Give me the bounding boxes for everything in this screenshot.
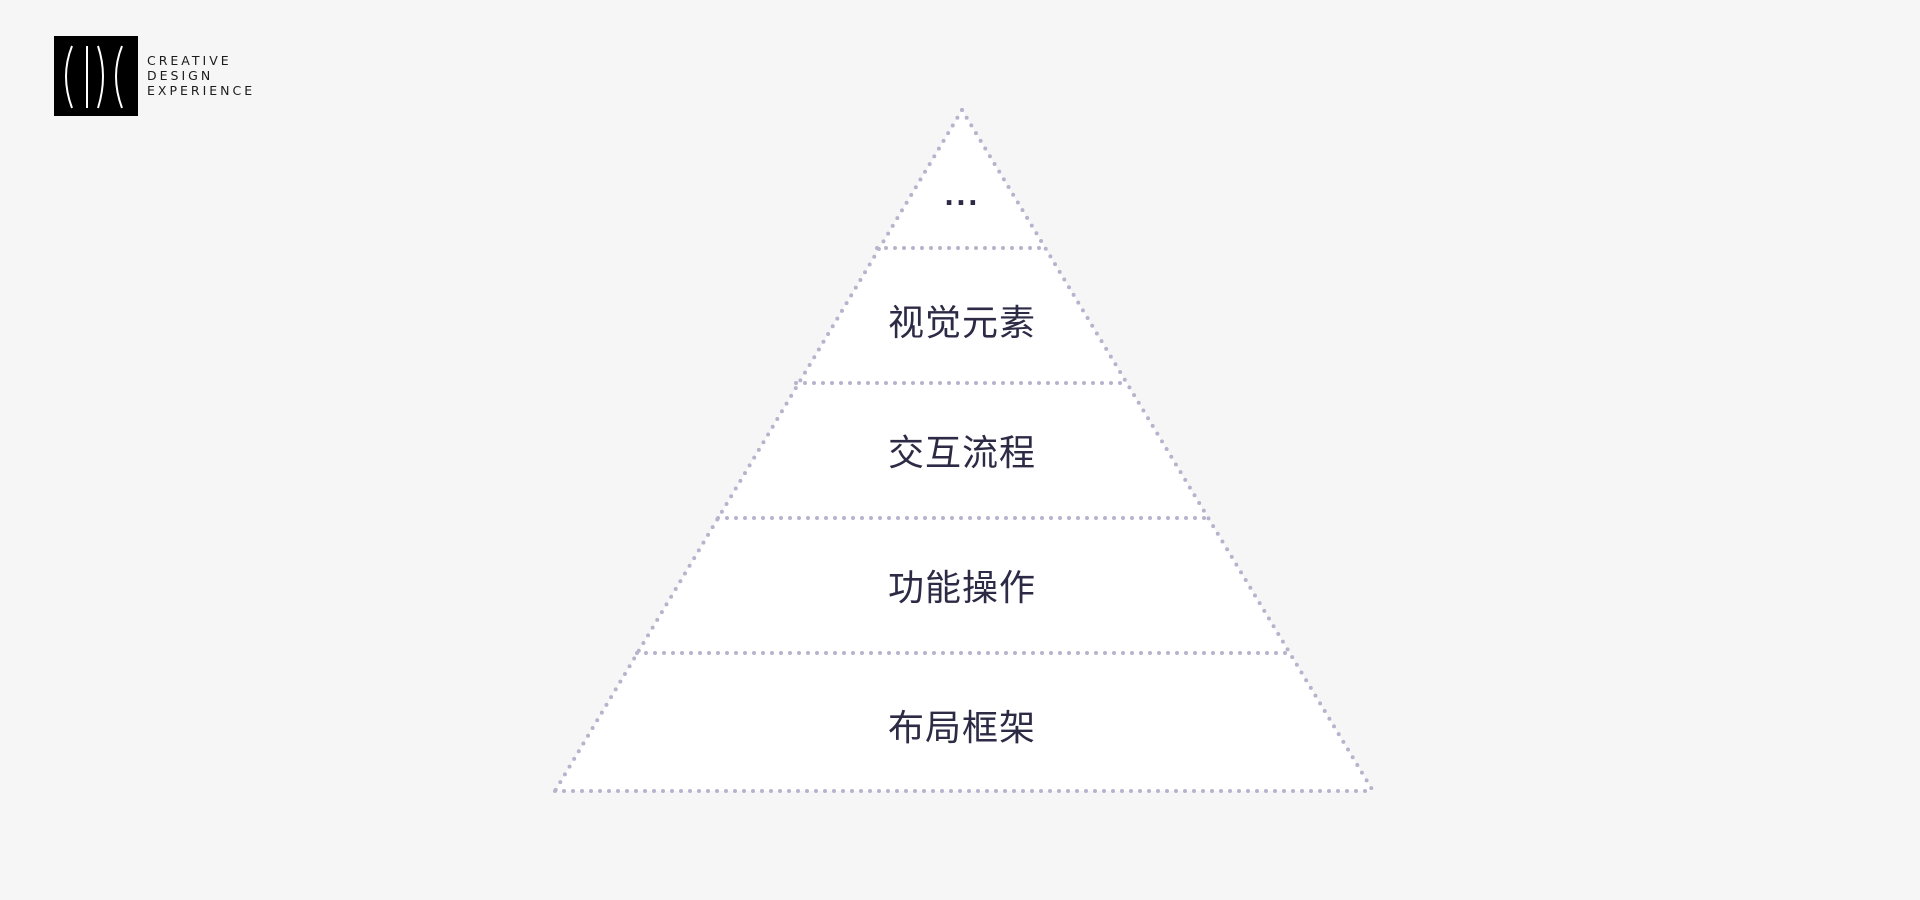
logo-line-experience: EXPERIENCE bbox=[147, 83, 256, 98]
pyramid-fill bbox=[555, 110, 1373, 791]
pyramid-left-edge bbox=[553, 108, 964, 793]
pyramid-level-interaction-flow: 交互流程 bbox=[887, 433, 1036, 474]
pyramid-level-top: ... bbox=[944, 182, 980, 212]
brand-logo: CREATIVE DESIGN EXPERIENCE bbox=[54, 36, 255, 116]
logo-wordmark: CREATIVE DESIGN EXPERIENCE bbox=[147, 54, 255, 98]
three-arcs-logo-icon bbox=[54, 36, 138, 116]
pyramid-level-function-operations: 功能操作 bbox=[887, 568, 1036, 609]
pyramid-right-edge bbox=[960, 108, 1375, 793]
pyramid-level-layout-framework: 布局框架 bbox=[887, 708, 1036, 749]
pyramid-level-visual-elements: 视觉元素 bbox=[887, 303, 1036, 344]
logo-line-creative: CREATIVE bbox=[147, 53, 232, 68]
logo-line-design: DESIGN bbox=[147, 68, 214, 83]
